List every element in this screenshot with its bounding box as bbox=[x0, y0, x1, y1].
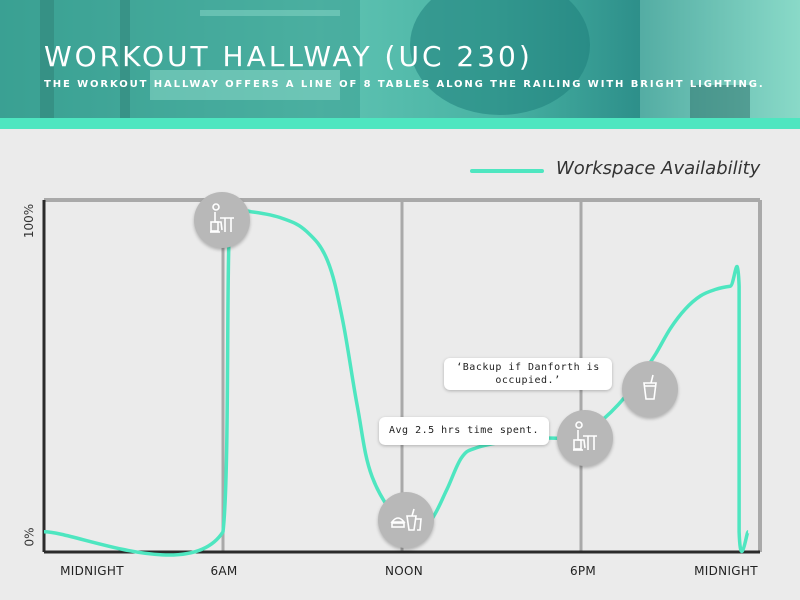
series-line-availability bbox=[43, 205, 750, 557]
header-banner: WORKOUT HALLWAY (UC 230) THE WORKOUT HAL… bbox=[0, 0, 800, 118]
x-tick-label: MIDNIGHT bbox=[60, 564, 124, 578]
annotation-time-spent: Avg 2.5 hrs time spent. bbox=[379, 417, 549, 445]
desk-chair-icon bbox=[557, 410, 613, 466]
drink-cup-icon bbox=[622, 361, 678, 417]
desk-chair-icon bbox=[194, 192, 250, 248]
annotation-backup-note: ‘Backup if Danforth is occupied.’ bbox=[444, 358, 612, 390]
y-tick-label-max: 100% bbox=[22, 203, 37, 239]
page-title: WORKOUT HALLWAY (UC 230) bbox=[44, 40, 533, 73]
accent-band bbox=[0, 118, 800, 129]
legend-label: Workspace Availability bbox=[556, 158, 761, 179]
x-tick-label: MIDNIGHT bbox=[694, 564, 758, 578]
food-drink-icon bbox=[378, 492, 434, 548]
page-subtitle: THE WORKOUT HALLWAY OFFERS A LINE OF 8 T… bbox=[44, 79, 765, 90]
background-photo bbox=[0, 0, 800, 118]
x-tick-label: NOON bbox=[384, 564, 424, 578]
legend-swatch bbox=[470, 169, 544, 173]
x-tick-label: 6PM bbox=[569, 564, 597, 578]
x-tick-label: 6AM bbox=[210, 564, 238, 578]
y-tick-label-min: 0% bbox=[22, 527, 37, 547]
